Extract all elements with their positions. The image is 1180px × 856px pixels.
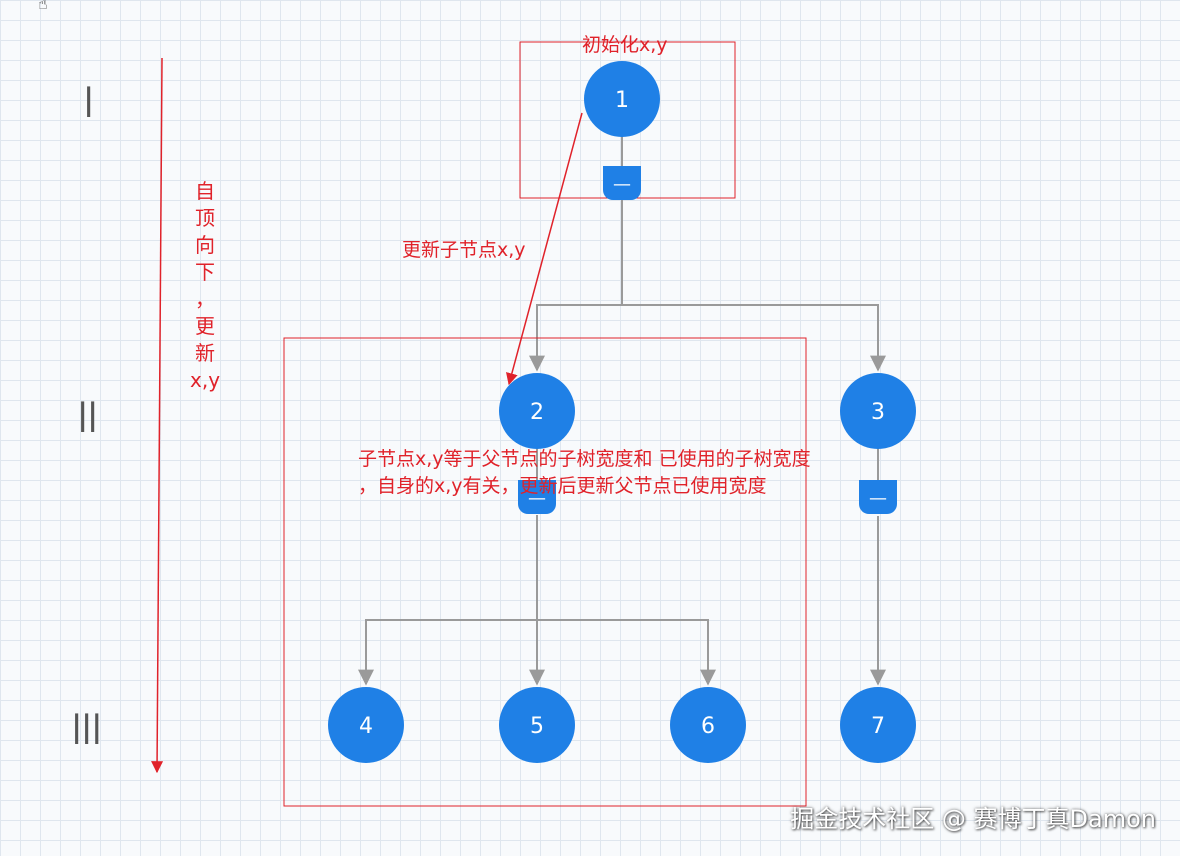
node-5[interactable]: 5 [499, 687, 575, 763]
collapse-icon: — [613, 174, 631, 195]
vertical-char: 下 [195, 260, 215, 284]
node-label: 7 [871, 714, 885, 739]
init-annotation: 初始化x,y [582, 34, 668, 56]
edge-2-4 [358, 619, 537, 686]
level-label-1: I [84, 78, 95, 127]
collapse-button-node-2[interactable]: — [518, 480, 556, 514]
node-3[interactable]: 3 [840, 373, 916, 449]
explain-annotation-line-1: 子节点x,y等于父节点的子树宽度和 已使用的子树宽度 [358, 448, 811, 470]
edge-2-6 [537, 619, 716, 686]
node-7[interactable]: 7 [840, 687, 916, 763]
node-2[interactable]: 2 [499, 373, 575, 449]
explain-annotation-line-2: ，自身的x,y有关，更新后更新父节点已使用宽度 [358, 475, 767, 497]
node-1[interactable]: 1 [584, 61, 660, 137]
top-down-arrow [151, 57, 164, 774]
collapse-button-node-3[interactable]: — [859, 480, 897, 514]
top-down-update-annotation: 自 顶 向 下 ， 更 新 x,y [190, 178, 220, 394]
vertical-char: 更 [195, 314, 215, 338]
update-child-arrow [506, 112, 583, 386]
node-label: 5 [530, 714, 544, 739]
collapse-icon: — [869, 488, 887, 509]
node-label: 2 [530, 400, 544, 425]
edge-1-3 [622, 304, 886, 372]
vertical-char: 自 [195, 179, 215, 203]
level-label-3: III [72, 705, 103, 754]
collapse-icon: — [528, 488, 546, 509]
vertical-char: 向 [195, 233, 215, 257]
collapse-button-node-1[interactable]: — [603, 166, 641, 200]
edge-1-2 [529, 200, 623, 372]
hand-cursor-icon: ☝ [38, 0, 48, 13]
node-label: 3 [871, 400, 885, 425]
watermark: 掘金技术社区 @ 赛博丁真Damon [790, 805, 1156, 833]
vertical-char: 顶 [195, 206, 215, 230]
vertical-char: x,y [190, 368, 221, 392]
node-label: 4 [359, 714, 373, 739]
node-label: 1 [615, 88, 629, 113]
node-label: 6 [701, 714, 715, 739]
node-4[interactable]: 4 [328, 687, 404, 763]
subtree-highlight-box [283, 337, 807, 807]
node-6[interactable]: 6 [670, 687, 746, 763]
vertical-char: 新 [195, 341, 215, 365]
update-child-annotation: 更新子节点x,y [402, 239, 526, 261]
level-label-2: II [78, 393, 99, 442]
edges [358, 135, 886, 686]
vertical-char: ， [195, 287, 215, 311]
